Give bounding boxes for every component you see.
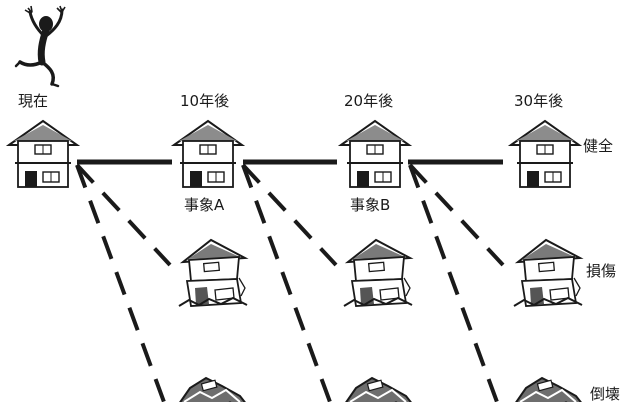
house-20y-healthy-icon [340, 120, 410, 188]
house-30y-healthy-icon [510, 120, 580, 188]
house-10y-damaged-icon [178, 239, 248, 307]
branch-now-collapsed [75, 164, 166, 402]
branch-20y-collapsed [408, 164, 499, 402]
person-figure-icon [14, 5, 66, 88]
failure-branches [75, 163, 505, 402]
branch-10y-collapsed [241, 164, 332, 402]
branch-10y-damaged [241, 163, 338, 267]
branch-20y-damaged [408, 163, 505, 267]
label-state-collapsed: 倒壊 [590, 385, 621, 402]
house-30y-damaged-icon [513, 239, 583, 307]
label-10-years: 10年後 [180, 92, 230, 110]
label-state-healthy: 健全 [583, 137, 614, 155]
label-state-damaged: 損傷 [586, 262, 617, 280]
branch-now-damaged [75, 163, 172, 267]
label-event-b: 事象B [350, 196, 391, 214]
label-now: 現在 [18, 92, 49, 110]
label-event-a: 事象A [184, 196, 225, 214]
house-10y-collapsed-icon [171, 377, 255, 402]
house-30y-collapsed-icon [507, 377, 591, 402]
house-now-healthy-icon [8, 120, 78, 188]
house-20y-collapsed-icon [337, 377, 421, 402]
label-30-years: 30年後 [514, 92, 564, 110]
house-20y-damaged-icon [343, 239, 413, 307]
house-10y-healthy-icon [173, 120, 243, 188]
label-20-years: 20年後 [344, 92, 394, 110]
